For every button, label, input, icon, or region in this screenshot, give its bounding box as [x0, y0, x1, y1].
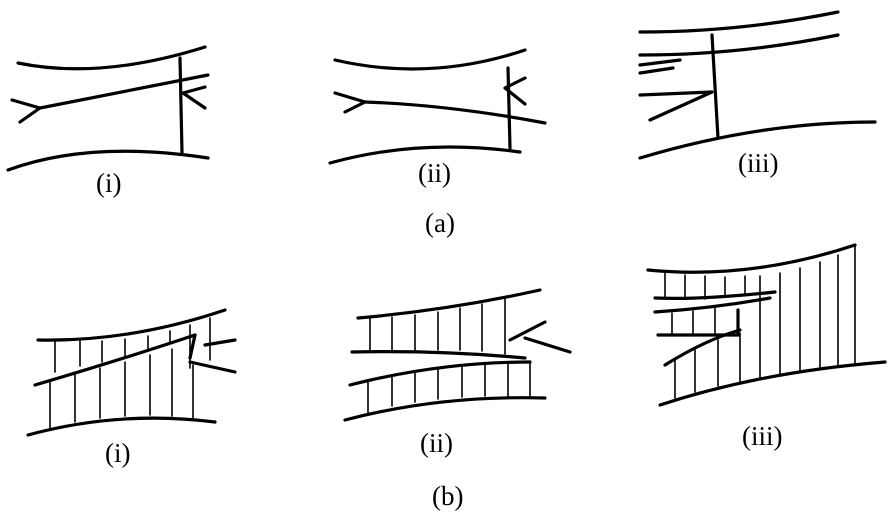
arrow-head — [181, 85, 207, 110]
upper-wall-outer — [638, 10, 840, 34]
row-caption-a: (a) — [425, 208, 455, 238]
upper-wall — [646, 243, 857, 274]
upper-wall-inner — [638, 33, 840, 57]
hatch-lines — [49, 317, 211, 429]
panel-a-ii: (ii) — [328, 48, 547, 188]
panel-label-a-i: (i) — [96, 168, 121, 198]
panel-b-ii: (ii) — [343, 288, 572, 458]
channel-floor-4 — [663, 328, 742, 367]
panel-label-b-ii: (ii) — [420, 428, 453, 458]
branch-line-upper-b — [638, 66, 675, 75]
branch-line-upper — [10, 98, 42, 124]
panel-a-iii: (iii) — [638, 10, 877, 178]
upper-wall — [16, 45, 207, 71]
lower-wall — [26, 416, 217, 437]
channel-floor-1 — [653, 290, 777, 300]
lower-wall — [328, 145, 522, 165]
lower-wall — [638, 120, 877, 160]
panel-b-iii: (iii) — [646, 243, 887, 451]
vertical-tie — [178, 56, 184, 155]
lower-wall — [6, 149, 210, 172]
hatch-lines — [664, 244, 856, 399]
panel-label-b-i: (i) — [105, 438, 130, 468]
branch-line-upper-a — [638, 58, 682, 67]
vertical-tie — [506, 66, 512, 150]
branch-wedge — [638, 90, 714, 122]
lower-wall — [658, 360, 887, 407]
lower-channel-roof — [348, 360, 532, 387]
hatch-lines — [367, 297, 531, 414]
branch-line-upper — [333, 91, 367, 114]
middle-wall — [33, 333, 197, 387]
row-caption-b: (b) — [432, 481, 463, 511]
branch-right-upper — [508, 320, 547, 342]
vertical-tie — [710, 33, 720, 140]
panel-a-i: (i) — [6, 45, 210, 198]
upper-wall — [36, 308, 227, 342]
upper-wall — [333, 48, 527, 71]
channel-floor-2 — [653, 296, 772, 314]
inner-wedge — [188, 333, 197, 360]
panel-label-a-iii: (iii) — [738, 148, 779, 178]
upper-wall — [356, 288, 542, 320]
panel-label-a-ii: (ii) — [418, 158, 451, 188]
branch-line-lower — [38, 73, 210, 110]
branch-line-lower — [363, 100, 547, 125]
panel-b-i: (i) — [26, 308, 237, 468]
branch-right-lower — [188, 360, 237, 374]
upper-channel-floor — [350, 350, 527, 360]
lower-wall — [343, 396, 547, 422]
panel-label-b-iii: (iii) — [742, 421, 783, 451]
arrow-head — [503, 76, 527, 106]
branch-right-lower — [523, 336, 572, 354]
